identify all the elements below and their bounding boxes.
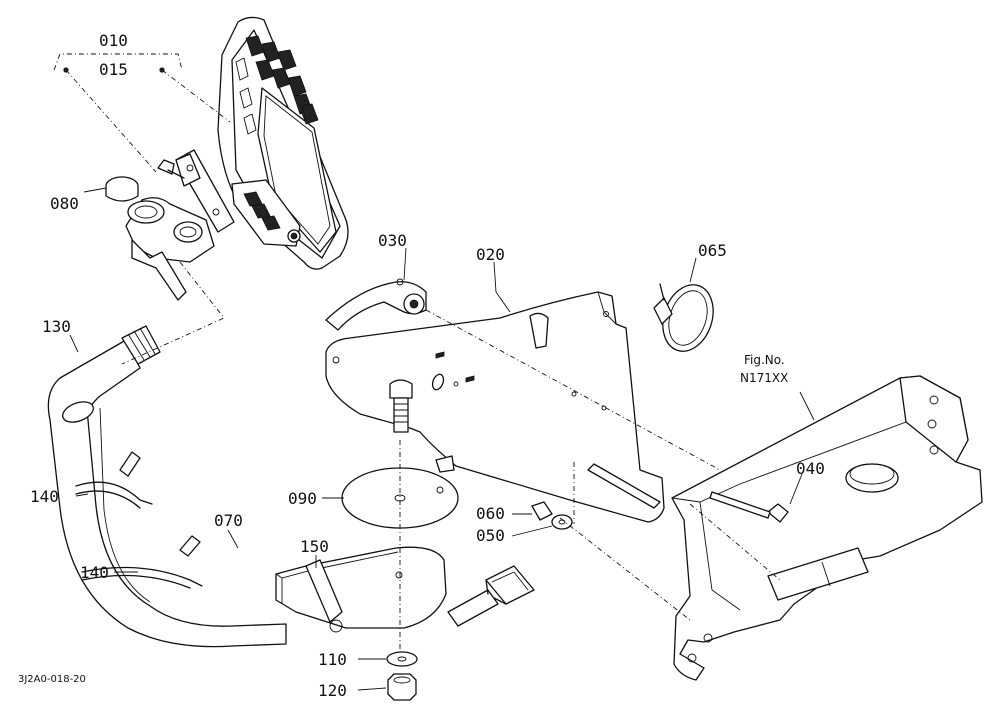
callout-130: 130 <box>42 317 71 336</box>
figure-ref-line1: Fig.No. <box>744 353 785 367</box>
hose-clamp-strap <box>653 283 714 352</box>
callout-120: 120 <box>318 681 347 700</box>
cable-ties <box>75 451 203 589</box>
callout-070: 070 <box>214 511 243 530</box>
callout-110: 110 <box>318 650 347 669</box>
knob-cap <box>105 176 139 202</box>
callout-050: 050 <box>476 526 505 545</box>
nut-and-washer <box>531 501 573 530</box>
callout-010: 010 <box>99 31 128 50</box>
wire-connector <box>447 565 535 627</box>
callout-150: 150 <box>300 537 329 556</box>
callout-030: 030 <box>378 231 407 250</box>
washer-110 <box>386 651 418 667</box>
leader-dots <box>63 67 165 73</box>
callout-080: 080 <box>50 194 79 213</box>
monitor-mount-bracket <box>157 149 235 233</box>
drawing-code: 3J2A0-018-20 <box>18 674 86 685</box>
figure-ref-line2: N171XX <box>740 371 788 385</box>
nut-120 <box>387 673 417 701</box>
callout-020: 020 <box>476 245 505 264</box>
callout-015: 015 <box>99 60 128 79</box>
mount-bolt <box>389 379 413 433</box>
callout-060: 060 <box>476 504 505 523</box>
display-monitor <box>217 16 349 270</box>
callout-040: 040 <box>796 459 825 478</box>
callout-leaders <box>69 187 815 691</box>
clamp-block <box>125 197 215 301</box>
lower-mount-plate <box>275 546 447 633</box>
callout-labels: 010 015 080 130 030 020 065 040 090 060 … <box>18 31 825 700</box>
tractor-frame <box>671 375 983 681</box>
long-pin <box>587 463 661 509</box>
assembly-dash-lines <box>53 53 781 660</box>
bent-mounting-pole <box>47 325 287 648</box>
adjust-handle <box>325 278 427 331</box>
callout-140-upper: 140 <box>30 487 59 506</box>
callout-090: 090 <box>288 489 317 508</box>
callout-065: 065 <box>698 241 727 260</box>
main-bracket-plate <box>325 291 665 523</box>
callout-140-lower: 140 <box>80 563 109 582</box>
